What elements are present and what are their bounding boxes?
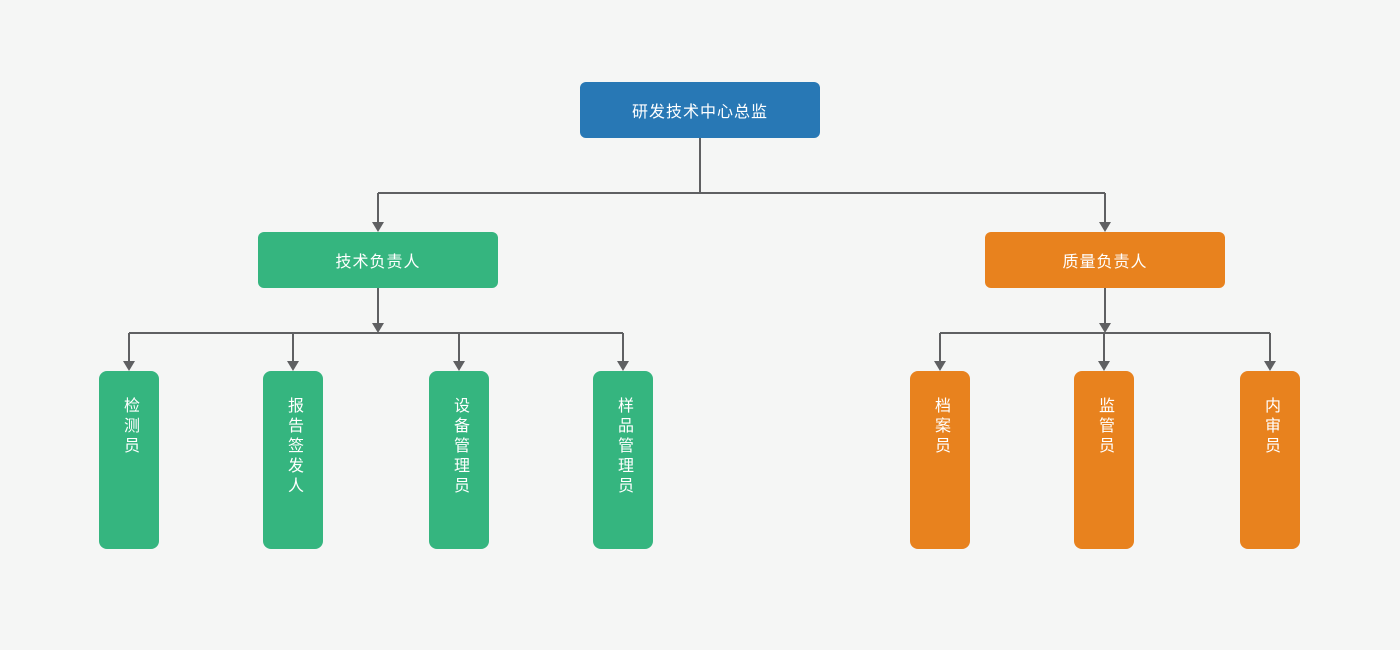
node-label: 报告签发人	[285, 397, 302, 497]
node-quality-lead[interactable]: 质量负责人	[985, 232, 1225, 288]
node-label: 样品管理员	[615, 397, 632, 497]
node-internal-auditor[interactable]: 内审员	[1240, 371, 1300, 549]
node-label: 检测员	[121, 397, 138, 457]
node-technical-lead[interactable]: 技术负责人	[258, 232, 498, 288]
arrow-down-icons	[123, 222, 1276, 371]
node-label: 监管员	[1096, 397, 1113, 457]
node-label: 设备管理员	[451, 397, 468, 497]
node-sample-manager[interactable]: 样品管理员	[593, 371, 653, 549]
node-label: 质量负责人	[1062, 254, 1148, 271]
node-report-issuer[interactable]: 报告签发人	[263, 371, 323, 549]
node-label: 内审员	[1262, 397, 1279, 457]
node-supervisor[interactable]: 监管员	[1074, 371, 1134, 549]
node-archivist[interactable]: 档案员	[910, 371, 970, 549]
node-inspector[interactable]: 检测员	[99, 371, 159, 549]
node-label: 研发技术中心总监	[631, 104, 768, 121]
node-label: 技术负责人	[335, 254, 421, 271]
node-label: 档案员	[932, 397, 949, 457]
node-rd-center-director[interactable]: 研发技术中心总监	[580, 82, 820, 138]
node-equipment-manager[interactable]: 设备管理员	[429, 371, 489, 549]
